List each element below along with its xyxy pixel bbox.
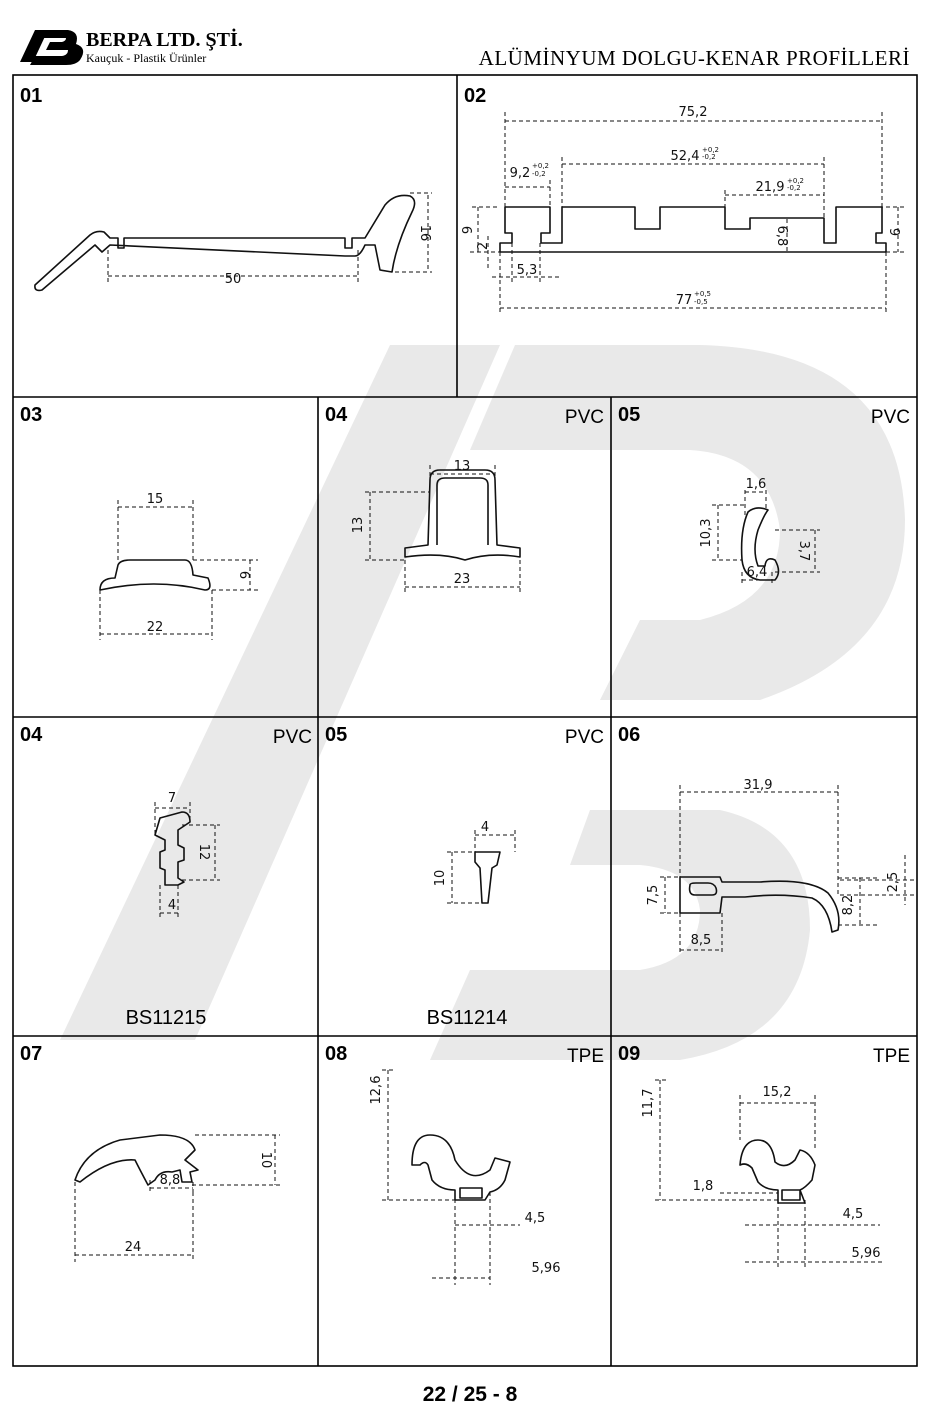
dim-15: 15 bbox=[147, 492, 164, 507]
dim-13-width: 13 bbox=[454, 459, 471, 474]
material-label: PVC bbox=[565, 407, 604, 428]
dim-22: 22 bbox=[147, 620, 164, 635]
dim-1-8: 1,8 bbox=[693, 1179, 714, 1194]
tol-minus: -0,2 bbox=[702, 153, 716, 161]
dim-6: 6 bbox=[236, 571, 251, 579]
cell-id: 02 bbox=[464, 85, 486, 107]
tol-minus: -0,2 bbox=[787, 184, 801, 192]
dim-31-9: 31,9 bbox=[744, 778, 773, 793]
dim-8-2: 8,2 bbox=[841, 895, 856, 916]
profile-01-drawing: 50 16 bbox=[34, 192, 432, 292]
cell-id: 08 bbox=[325, 1043, 347, 1065]
profile-06-drawing: 31,9 7,5 8,2 2,5 8,5 bbox=[646, 778, 915, 955]
tol-plus: +0,2 bbox=[532, 162, 549, 170]
product-code: BS11214 bbox=[427, 1007, 508, 1029]
cell-id: 01 bbox=[20, 85, 42, 107]
table-grid bbox=[12, 74, 918, 1367]
profile-bs11214-drawing: 4 10 bbox=[433, 820, 516, 904]
dim-5-96: 5,96 bbox=[852, 1246, 881, 1261]
dim-10: 10 bbox=[433, 870, 448, 887]
material-label: TPE bbox=[567, 1046, 604, 1067]
dim-7-5: 7,5 bbox=[646, 885, 661, 906]
dim-8-5: 8,5 bbox=[691, 933, 712, 948]
dim-21-9: 21,9 bbox=[756, 180, 785, 195]
dim-23: 23 bbox=[454, 572, 471, 587]
cell-id: 04 bbox=[325, 404, 348, 426]
profile-05-drawing: 1,6 10,3 3,7 6,4 bbox=[699, 477, 820, 585]
dim-77: 77 bbox=[676, 293, 693, 308]
dim-4: 4 bbox=[168, 898, 176, 913]
dim-4-5: 4,5 bbox=[843, 1207, 864, 1222]
cell-id: 05 bbox=[325, 724, 347, 746]
cell-id: 03 bbox=[20, 404, 42, 426]
profile-02-drawing: 75,2 52,4 +0,2 -0,2 9,2 +0,2 -0,2 21,9 +… bbox=[461, 105, 905, 315]
company-logo bbox=[20, 30, 84, 65]
dim-4: 4 bbox=[481, 820, 489, 835]
dim-8-8: 8,8 bbox=[160, 1173, 181, 1188]
cell-id: 09 bbox=[618, 1043, 640, 1065]
profile-09-drawing: 15,2 11,7 1,8 4,5 5,96 bbox=[641, 1079, 885, 1268]
dim-3-7: 3,7 bbox=[796, 541, 811, 562]
profile-03-drawing: 15 6 22 bbox=[99, 492, 258, 640]
cell-id: 07 bbox=[20, 1043, 42, 1065]
dim-2: 2 bbox=[476, 242, 491, 250]
watermark-logo bbox=[60, 345, 905, 1060]
dim-52-4: 52,4 bbox=[671, 149, 700, 164]
dim-15-2: 15,2 bbox=[763, 1085, 792, 1100]
tol-plus: +0,2 bbox=[702, 146, 719, 154]
dim-9-left: 9 bbox=[461, 226, 476, 234]
cell-id: 04 bbox=[20, 724, 43, 746]
material-label: TPE bbox=[873, 1046, 910, 1067]
material-label: PVC bbox=[273, 727, 312, 748]
dim-9: 9 bbox=[886, 228, 901, 236]
product-code: BS11215 bbox=[126, 1007, 207, 1029]
tol-plus: +0,2 bbox=[787, 177, 804, 185]
dim-11-7: 11,7 bbox=[641, 1089, 656, 1118]
page-title: ALÜMİNYUM DOLGU-KENAR PROFİLLERİ bbox=[479, 46, 910, 70]
dim-7: 7 bbox=[168, 791, 176, 806]
dim-10-3: 10,3 bbox=[699, 519, 714, 548]
dim-10: 10 bbox=[258, 1152, 273, 1169]
cell-id: 06 bbox=[618, 724, 640, 746]
page-number: 22 / 25 - 8 bbox=[423, 1383, 518, 1406]
company-name: BERPA LTD. ŞTİ. bbox=[86, 27, 243, 51]
dim-width: 50 bbox=[225, 272, 242, 287]
cell-id: 05 bbox=[618, 404, 640, 426]
material-label: PVC bbox=[565, 727, 604, 748]
dim-2-5: 2,5 bbox=[886, 872, 901, 893]
dim-6-4: 6,4 bbox=[747, 565, 768, 580]
dim-75-2: 75,2 bbox=[679, 105, 708, 120]
dim-4-5: 4,5 bbox=[525, 1211, 546, 1226]
dim-5-96: 5,96 bbox=[532, 1261, 561, 1276]
dim-1-6: 1,6 bbox=[746, 477, 767, 492]
tol-plus: +0,5 bbox=[694, 290, 711, 298]
dim-13-height: 13 bbox=[351, 517, 366, 534]
dim-9-2: 9,2 bbox=[510, 166, 531, 181]
profile-08-drawing: 12,6 4,5 5,96 bbox=[369, 1069, 561, 1285]
tol-minus: -0,2 bbox=[532, 170, 546, 178]
profile-07-drawing: 10 8,8 24 bbox=[74, 1134, 280, 1262]
dim-6-8: 6,8 bbox=[774, 226, 789, 247]
dim-12: 12 bbox=[196, 844, 211, 861]
dim-12-6: 12,6 bbox=[369, 1076, 384, 1105]
tol-minus: -0,5 bbox=[694, 298, 708, 306]
dim-5-3: 5,3 bbox=[517, 263, 538, 278]
dim-24: 24 bbox=[125, 1240, 142, 1255]
material-label: PVC bbox=[871, 407, 910, 428]
dim-height: 16 bbox=[417, 225, 432, 242]
profile-04-drawing: 13 13 23 bbox=[351, 459, 521, 592]
profile-bs11215-drawing: 7 12 4 bbox=[154, 791, 220, 918]
company-tagline: Kauçuk - Plastik Ürünler bbox=[86, 51, 206, 65]
